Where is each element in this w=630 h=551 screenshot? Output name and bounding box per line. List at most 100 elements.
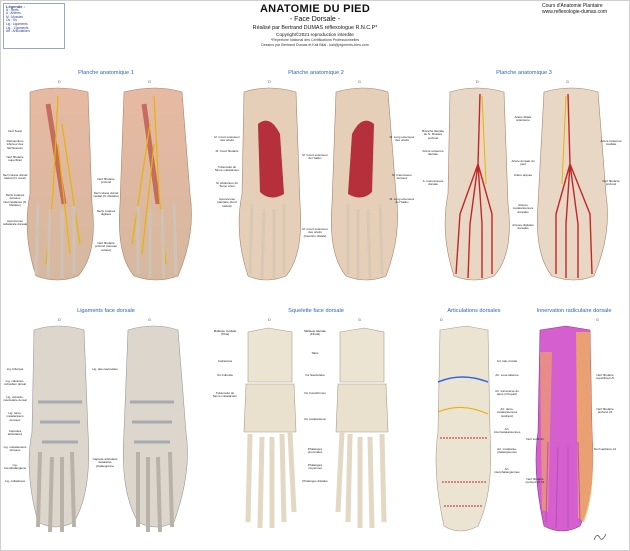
label-joint-capsules: Capsules articulaires [7, 429, 23, 437]
label-talus: Talus [311, 351, 319, 355]
label-deep-fibular-l5: Nerf fibulaire profond L5 [596, 407, 614, 415]
side-label-left-foot: G [148, 80, 151, 84]
foot-illustration [238, 87, 398, 281]
label-mtp-joints: Art. métatarso-phalangiennes [497, 447, 517, 455]
label-navicular: Os Naviculaire [305, 373, 325, 377]
label-proximal-phalanges: Phalanges proximales [307, 447, 323, 455]
label-bifurcate-ligament: Lig. bifurqué [6, 367, 24, 371]
label-sural-nerve: Nerf Sural [8, 129, 22, 133]
label-intermetatarsal-joints: Art. intermétatarsiennes [494, 427, 521, 435]
label-talocrural-joint: Art. talo-crurale [496, 359, 518, 363]
label-cuboid: Os Cuboïde [216, 373, 233, 377]
label-medial-malleolus: Malléole médiale (Tibia) [213, 329, 237, 337]
label-calcaneocuboid-ligament: Lig. calcanéo-cuboïdien dorsal [3, 379, 26, 387]
label-superficial-fibular-nerve: Nerf fibulaire superficiel [6, 155, 24, 163]
poster-header: ANATOMIE DU PIED - Face Dorsale - Réalis… [150, 3, 480, 47]
label-lateral-branch-deep-fibular: Branche latérale du N. fibulaire profond [422, 129, 444, 140]
label-lateral-dorsal-cutaneous-nerve: Nerf cutané dorsal latéral (N. sural) [2, 173, 28, 181]
label-short-extensor-toes: M. Court extenseur des orteils [214, 135, 240, 143]
label-abductor-fifth-toe: M. Abducteur du 5ème orteil [216, 181, 238, 189]
label-short-extensor-insertion: M. Court extenseur des orteils (insertio… [302, 227, 328, 238]
label-short-extensor-hallux: M. Court extenseur de l'hallux [302, 153, 328, 161]
legend-line: N : Nerfs [6, 7, 19, 12]
panel-title: Innervation radiculaire dorsale [536, 308, 612, 314]
label-subtalar-joint: Art. sous-talienne [495, 373, 519, 377]
panel-planche-3: Planche anatomique 3 D G Artère tibiale … [422, 70, 622, 300]
label-middle-phalanges: Phalanges moyennes [307, 463, 323, 471]
label-fifth-metatarsal-tuberosity: Tubérosité du 5ème métatarsien [212, 391, 237, 399]
label-cuneiforms: Os Cunéiformes [304, 391, 326, 395]
label-sural-s1: Nerf sural S1 [526, 437, 544, 441]
side-label-left-foot: G [148, 318, 151, 322]
label-superficial-fibular-l5: Nerf fibulaire superficiel L5 [596, 373, 614, 381]
legend-line: M : Muscles [6, 14, 24, 19]
label-long-extensor-hallux: M. Long extenseur de l'hallux [389, 197, 415, 205]
label-dorsal-aponeurosis: Aponévrose collatérale dorsale [2, 219, 28, 227]
label-anterior-tibial-artery: Artère tibiale antérieure [514, 115, 532, 123]
brand-course: Cours d'Anatomie Plantaire [542, 3, 603, 9]
panel-title: Planche anatomique 1 [78, 70, 134, 76]
poster-author: Réalisé par Bertrand DUMAS réflexologue … [252, 25, 378, 31]
label-deep-fibular-nerve-cutaneous: Nerf fibulaire profond (rameau cutané) [94, 241, 118, 252]
legend-box: Légende : N : Nerfs A : Artères M : Musc… [3, 3, 65, 49]
side-label-right-foot: D [268, 318, 271, 322]
legend-line: Lig. : Ligaments [6, 25, 29, 30]
side-label-right-foot: D [58, 80, 61, 84]
poster-subtitle: - Face Dorsale - [289, 16, 341, 23]
label-intermediate-dorsal-cutaneous-nerves: Nerfs cutanés dorsaux intermédiaires (N.… [3, 193, 27, 208]
legend-title: Légende : [6, 4, 25, 9]
foot-illustration [535, 325, 594, 532]
side-label-left-foot: G [358, 318, 361, 322]
label-fifth-metatarsal-tuberosity: Tubérosité du 5ème métatarsien [214, 165, 239, 173]
label-arcuate-artery: Artère arquée [513, 173, 533, 177]
legend-line: Art : Articulations [6, 29, 30, 34]
panel-title: Articulations dorsales [447, 308, 501, 314]
label-deep-fibular-l5-s1: Nerf fibulaire profond L5 S1 [525, 477, 545, 485]
label-deep-fibular-nerve: Nerf fibulaire profond [97, 177, 115, 185]
legend-line: A : Artères [6, 11, 21, 16]
label-interphalangeal-joints: Art. interphalangiennes [494, 467, 520, 475]
side-label-foot: G [596, 318, 599, 322]
label-distal-phalanges: Phalanges distales [302, 479, 328, 483]
label-dorsal-metatarsal-arteries: Artères métatarsiennes dorsales [512, 203, 534, 214]
label-short-fibular-muscle: M. Court fibulaire [215, 149, 239, 153]
panel-articulations: Articulations dorsales D Art. talo-crura… [426, 308, 522, 538]
label-lisfranc-joint: Art. tarso-métatarsiennes (Lisfranc) [496, 407, 518, 418]
poster-title: ANATOMIE DU PIED [259, 3, 371, 15]
side-label-right-foot: D [476, 80, 479, 84]
panel-ligaments: Ligaments face dorsale D G Lig. bifurqué… [3, 308, 204, 538]
panel-planche-2: Planche anatomique 2 D G M. Court extens… [214, 70, 415, 300]
foot-illustration [444, 87, 608, 281]
label-long-extensor-toes: M. Long extenseur des orteils [389, 135, 415, 143]
poster-footnote: *Répertoire National des Certifications … [270, 38, 360, 42]
label-plantar-aponeurosis: Aponévrose plantaire (bord latéral) [217, 197, 237, 208]
legend-line: Lig : Ligaments [6, 21, 28, 26]
panel-planche-1: Planche anatomique 1 D G Nerf Sural Réti… [3, 70, 204, 300]
side-label-foot: D [440, 318, 443, 322]
brand-block: Cours d'Anatomie Plantaire www.reflexolo… [542, 3, 622, 15]
panel-title: Planche anatomique 2 [288, 70, 344, 76]
label-saphenous-l4: Nerf saphène L4 [593, 447, 617, 451]
label-tarsometatarsal-ligaments: Lig. tarso-métatarsiens dorsaux [6, 411, 24, 422]
side-label-right-foot: D [268, 80, 271, 84]
label-calcaneus: Calcanéus [217, 359, 233, 363]
label-digital-cutaneous-nerves: Nerfs cutanés digitaux [96, 209, 116, 217]
foot-illustration [26, 87, 192, 281]
label-lateral-malleolus: Malléole latérale (Fibula) [304, 329, 326, 337]
label-dorsal-interossei: M. Interosseux dorsaux [392, 173, 412, 181]
label-cuboideonavicular-ligament: Lig. cuboïdo-naviculaire dorsal [3, 395, 27, 403]
panel-innervation: Innervation radiculaire dorsale G Nerf f… [526, 308, 622, 538]
brand-website[interactable]: www.reflexologie-dumas.com [542, 9, 608, 15]
legend-line: Os : Os [6, 18, 17, 23]
panel-title: Planche anatomique 3 [496, 70, 552, 76]
signature-mark [593, 533, 607, 541]
label-chopart-joint: Art. transverse du tarse (Chopart) [495, 389, 519, 397]
label-dorsalis-pedis-artery: Artère dorsale du pied [511, 159, 535, 167]
label-lateral-tarsal-artery: Artère tarsienne latérale [422, 149, 444, 157]
panel-skeleton: Squelette face dorsale D G Malléole laté… [213, 308, 414, 538]
foot-illustration [435, 325, 492, 532]
label-dorsal-metatarsal-ligaments: Lig. métatarsiens dorsaux [3, 445, 27, 453]
label-medial-dorsal-cutaneous-nerve: Nerf cutané dorsal médial (N. fibulaire) [93, 191, 120, 199]
label-talonavicular-ligament: Lig. talo-naviculaire [92, 367, 118, 371]
side-label-left-foot: G [358, 80, 361, 84]
